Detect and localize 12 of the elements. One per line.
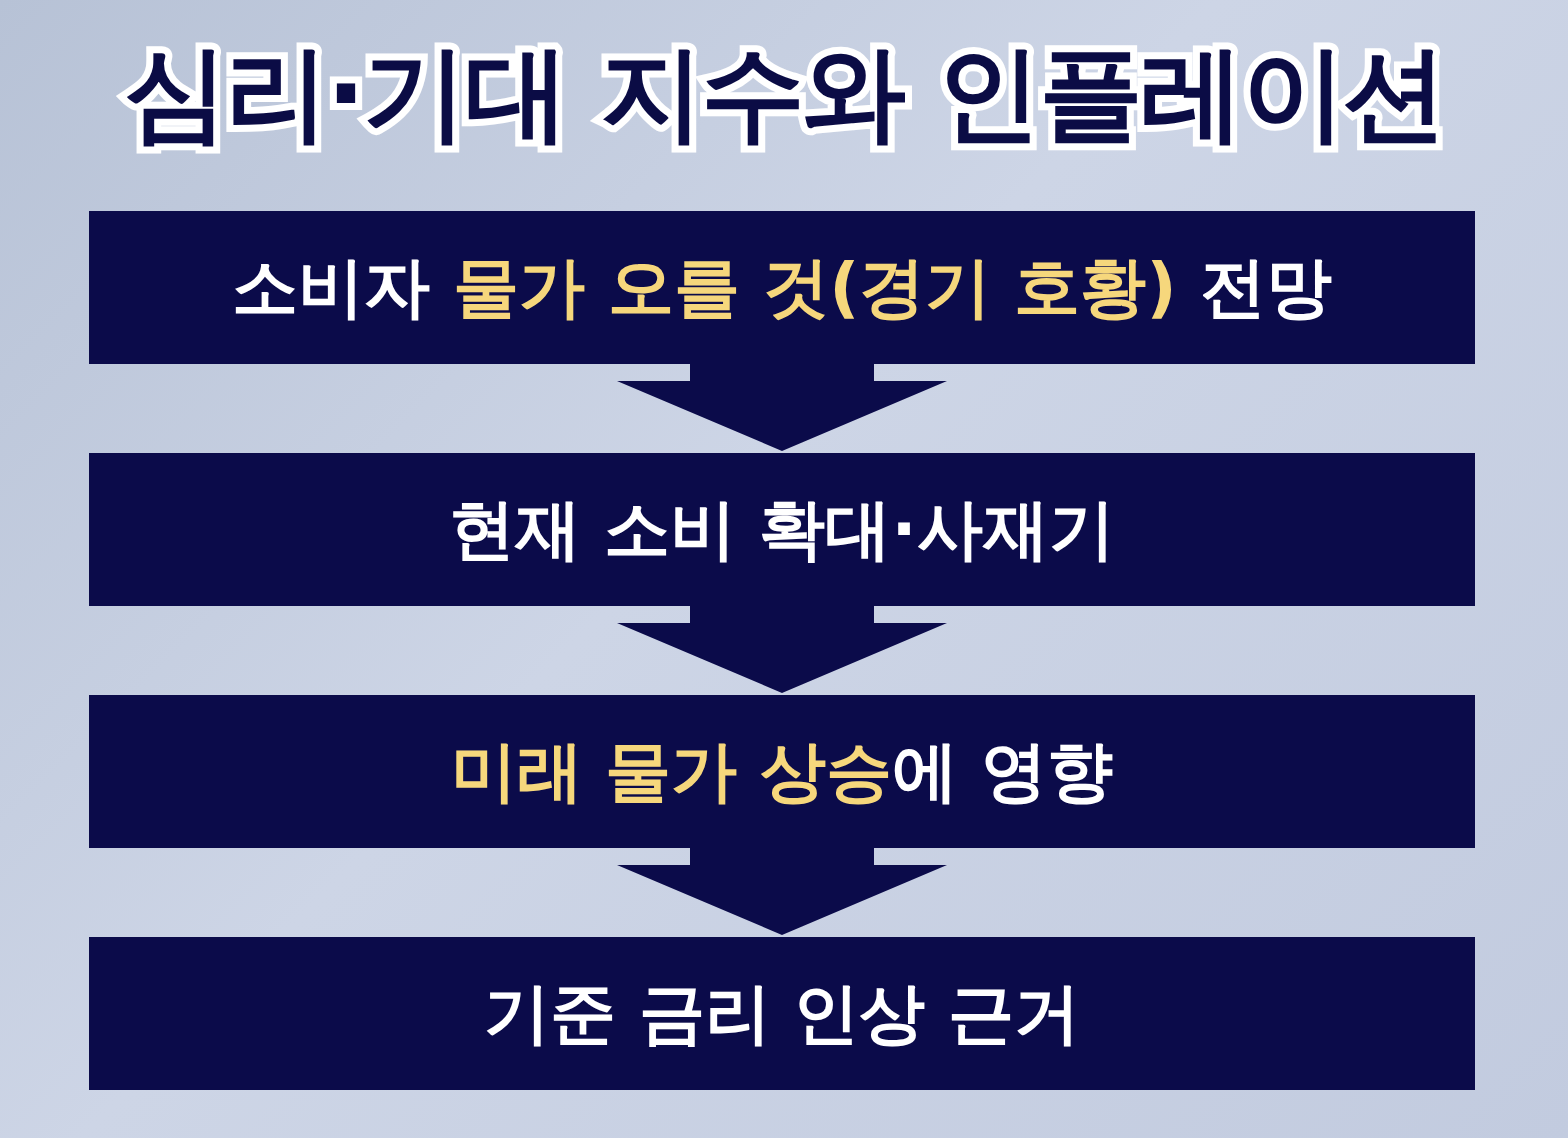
step-box <box>89 695 1475 848</box>
step-box <box>89 453 1475 606</box>
down-arrow <box>617 848 947 935</box>
step-text: 소비자 물가 오를 것(경기 호황) 전망 <box>232 248 1332 328</box>
step-box <box>89 937 1475 1090</box>
step-text: 기준 금리 인상 근거 <box>483 974 1081 1054</box>
down-arrow <box>617 364 947 451</box>
title: 심리·기대 지수와 인플레이션 <box>122 31 1446 156</box>
step-text: 미래 물가 상승에 영향 <box>450 732 1114 812</box>
step-box <box>89 211 1475 364</box>
down-arrow <box>617 606 947 693</box>
step-text: 현재 소비 확대·사재기 <box>449 490 1115 570</box>
